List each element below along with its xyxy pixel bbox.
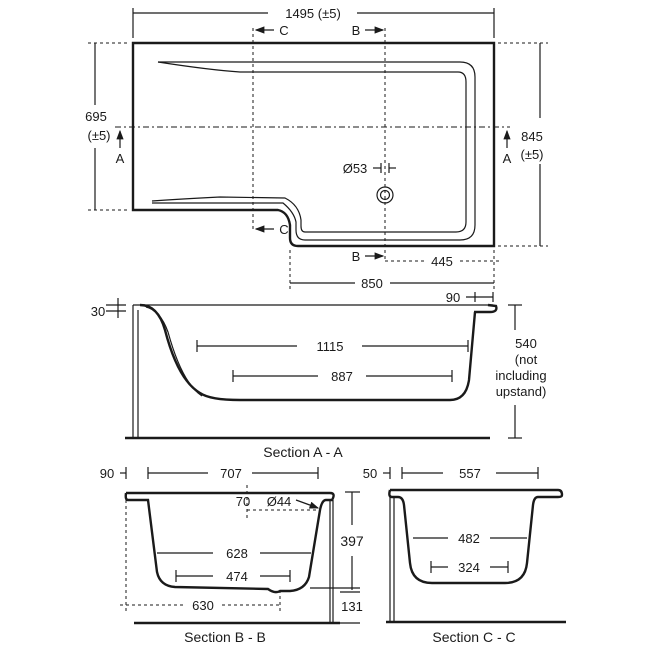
section-c-top-width: 557 (459, 466, 481, 481)
section-a-marker-left: A (116, 151, 125, 166)
section-a-marker-right: A (503, 151, 512, 166)
section-b-rim-label: 90 (100, 466, 114, 481)
section-a-a: 30 90 1115 887 540 (not including upstan… (91, 290, 547, 460)
section-c-bottom-width: 324 (458, 560, 480, 575)
section-a-rim-label: 30 (91, 304, 105, 319)
section-a-end-rim-label: 90 (446, 290, 460, 305)
section-b-depth: 397 (340, 533, 364, 549)
section-a-height: 540 (515, 336, 537, 351)
section-c-c: 50 557 482 324 Section C - C (363, 466, 566, 645)
shower-end-label: 850 (361, 276, 383, 291)
section-c-title: Section C - C (432, 629, 515, 645)
plan-view: 1495 (±5) 695 (±5) 845 (±5) A A C C B B … (85, 6, 548, 292)
waste-offset-630: 630 (192, 598, 214, 613)
section-b-bottom-width: 474 (226, 569, 248, 584)
bath-outline (131, 41, 496, 248)
section-b-floor-gap: 131 (341, 599, 363, 614)
overflow-diameter-label: Ø44 (267, 494, 292, 509)
section-b-marker-bottom: B (352, 249, 361, 264)
overflow-offset-label: 70 (236, 494, 250, 509)
height-note-line-2: including (495, 368, 546, 383)
plan-width-narrow-tol: (±5) (87, 128, 110, 143)
section-b-title: Section B - B (184, 629, 266, 645)
section-c-marker-top: C (279, 23, 288, 38)
bath-inner-outline (152, 61, 476, 241)
plan-width-wide-tol: (±5) (520, 147, 543, 162)
drain-icon (376, 186, 394, 204)
waste-diameter-label: Ø53 (343, 161, 368, 176)
section-c-mid-width: 482 (458, 531, 480, 546)
section-b-mid-width: 628 (226, 546, 248, 561)
section-a-top-length: 1115 (317, 339, 344, 354)
waste-offset-label: 445 (431, 254, 453, 269)
section-c-rim-label: 50 (363, 466, 377, 481)
height-note-line-1: (not (515, 352, 538, 367)
height-note-line-3: upstand) (496, 384, 547, 399)
section-b-top-width: 707 (220, 466, 242, 481)
plan-width-wide-label: 845 (521, 129, 543, 144)
plan-length-label: 1495 (±5) (285, 6, 341, 21)
section-a-title: Section A - A (263, 444, 343, 460)
plan-width-narrow-label: 695 (85, 109, 107, 124)
section-b-b: 90 707 70 Ø44 628 474 630 397 131 Sectio… (100, 466, 364, 645)
section-c-marker-bottom: C (279, 222, 288, 237)
section-a-bottom-length: 887 (331, 369, 353, 384)
section-b-marker-top: B (352, 23, 361, 38)
